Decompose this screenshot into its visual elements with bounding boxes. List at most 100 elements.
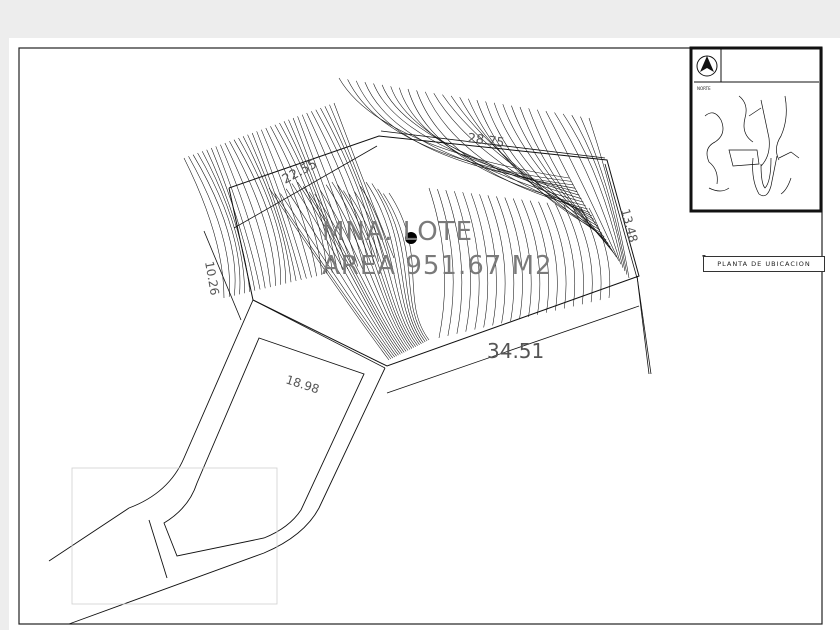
contour-line [529, 200, 549, 313]
dimension-label: 28.75 [466, 131, 505, 151]
contour-line [562, 113, 624, 268]
contour-line [521, 199, 541, 315]
contour-line [315, 109, 374, 263]
contour-line [303, 186, 401, 355]
contour-line [470, 193, 489, 328]
contour-line [256, 131, 307, 279]
contour-line [324, 106, 384, 261]
contour-lines [183, 77, 630, 361]
contour-line [485, 101, 605, 237]
contour-line [274, 124, 328, 274]
contour-line [343, 190, 415, 348]
contour-line [280, 193, 394, 359]
contour-line [512, 198, 532, 317]
contour-line [347, 79, 572, 182]
small-mark: ▬ [702, 253, 706, 258]
contour-line [306, 112, 364, 266]
contour-line [373, 83, 578, 193]
contour-line [337, 184, 413, 349]
contour-line [188, 156, 230, 297]
contour-line [479, 194, 497, 326]
contour-line [454, 191, 471, 332]
contour-line [538, 201, 558, 311]
contour-line [493, 102, 607, 241]
contour-line [528, 108, 615, 255]
contour-line [487, 195, 506, 324]
contour-line [445, 190, 463, 334]
contour-line [424, 91, 590, 213]
contour-line [355, 80, 574, 186]
contour-line [496, 196, 515, 322]
contour-line [329, 104, 390, 260]
block-area: AREA 951.67 M2 [322, 251, 553, 281]
contour-line [407, 88, 586, 206]
location-plan-inset: NORTE [689, 46, 823, 213]
contour-line [183, 157, 225, 299]
site-plan-drawing: MNA. LOTE AREA 951.67 M2 22.55 28.75 13.… [18, 46, 823, 625]
contour-line [546, 202, 567, 309]
contour-line [383, 193, 428, 342]
contour-line [283, 121, 338, 272]
contour-line [320, 190, 407, 352]
contour-line [297, 116, 354, 268]
contour-line [192, 154, 236, 296]
contour-line [201, 151, 245, 294]
contour-line [224, 142, 271, 288]
dimension-label: 10.26 [202, 260, 222, 296]
contour-line [580, 206, 602, 301]
access-road [48, 299, 386, 625]
contour-line [354, 191, 418, 346]
contour-line [338, 77, 570, 179]
contour-line [588, 207, 611, 299]
dimension-lines [203, 130, 650, 394]
contour-line [211, 147, 256, 291]
contour-line [428, 187, 445, 339]
contour-line [462, 192, 480, 330]
drawing-frame [18, 47, 823, 625]
contour-line [333, 102, 395, 259]
contour-line [580, 116, 628, 275]
contour-line [291, 183, 397, 357]
contour-line [197, 152, 241, 295]
contour-line [442, 94, 594, 220]
contour-line [377, 188, 426, 343]
contour-line [301, 114, 359, 267]
contour-line [388, 192, 430, 341]
contour-line [314, 193, 405, 353]
section-line [636, 275, 652, 375]
contour-line [220, 144, 266, 289]
contour-line [571, 115, 626, 272]
contour-line [288, 119, 343, 271]
contour-line [265, 127, 317, 277]
contour-line [268, 187, 390, 361]
ghost-rectangle [71, 467, 278, 605]
location-plan-caption: PLANTA DE UBICACION [703, 256, 825, 272]
north-label: NORTE [697, 86, 711, 91]
contour-line [297, 182, 399, 356]
contour-line [274, 192, 392, 360]
contour-line [571, 205, 593, 303]
dimension-label: 34.51 [487, 339, 544, 363]
block-name: MNA. LOTE [322, 217, 473, 247]
contour-line [588, 117, 630, 279]
contour-line [215, 146, 261, 290]
contour-line [233, 139, 281, 285]
contour-line [555, 203, 575, 307]
contour-line [537, 109, 617, 258]
contour-line [238, 137, 287, 284]
contour-line [251, 132, 302, 280]
contour-line [519, 106, 613, 251]
contour-line [242, 136, 292, 283]
contour-line [365, 182, 422, 344]
drawing-sheet: MNA. LOTE AREA 951.67 M2 22.55 28.75 13.… [9, 38, 840, 630]
contour-line [331, 181, 411, 350]
contour-line [348, 193, 416, 347]
contour-line [261, 129, 312, 278]
contour-line [563, 204, 584, 305]
contour-line [325, 184, 409, 351]
contour-line [504, 197, 523, 320]
contour-line [545, 110, 619, 261]
contour-line [371, 183, 424, 344]
contour-line [308, 191, 403, 354]
contour-line [502, 104, 609, 244]
